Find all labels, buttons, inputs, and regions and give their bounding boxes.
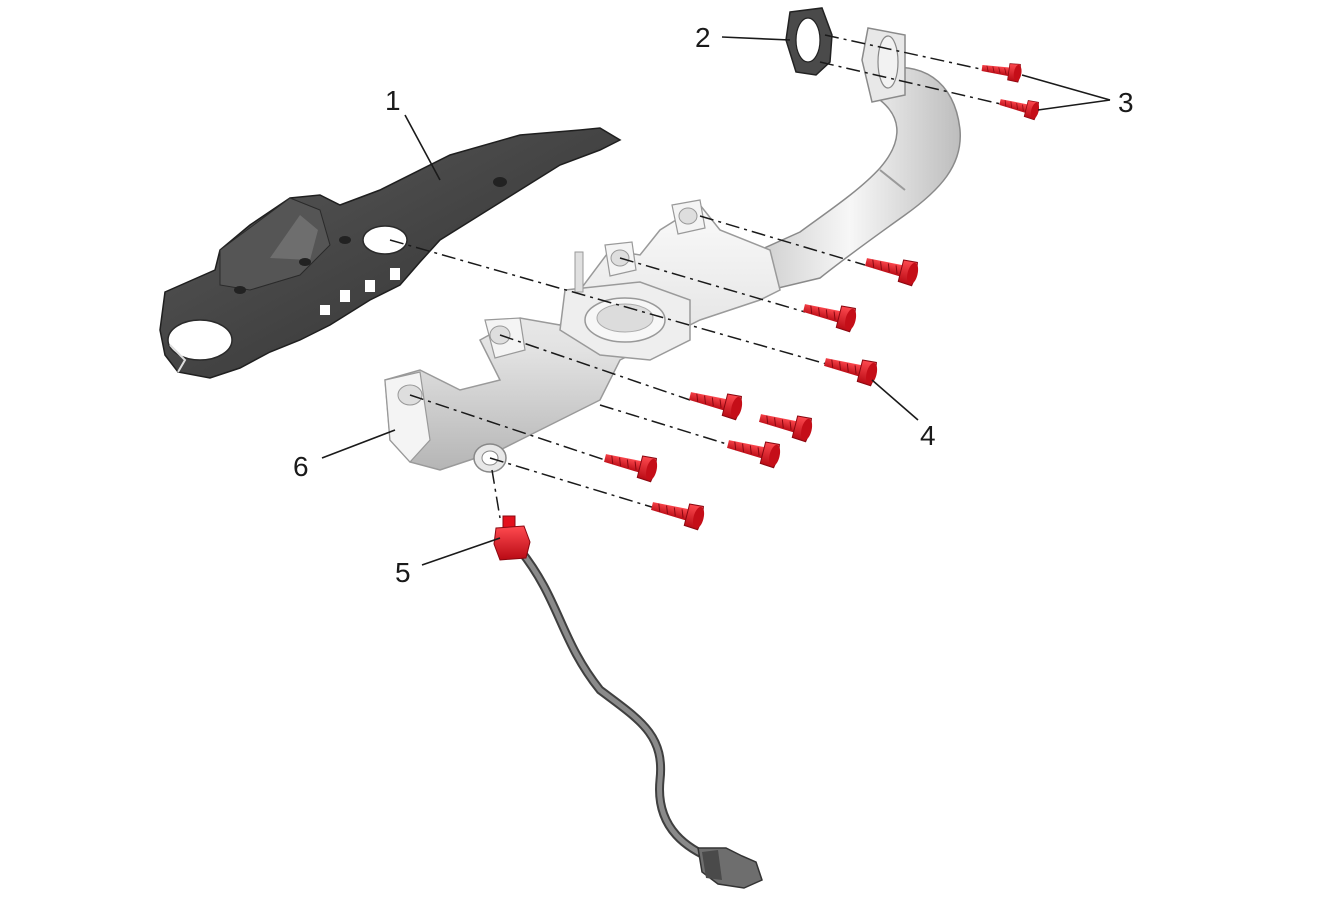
bolt bbox=[821, 349, 880, 387]
bolt bbox=[862, 249, 921, 287]
bolt bbox=[686, 383, 745, 421]
callout-4: 4 bbox=[920, 420, 936, 451]
callout-3: 3 bbox=[1118, 87, 1134, 118]
exhaust-crossover-pipe bbox=[759, 27, 961, 291]
bolt bbox=[980, 58, 1023, 83]
callout-1: 1 bbox=[385, 85, 401, 116]
bolt bbox=[756, 405, 815, 443]
exhaust-temperature-sensor bbox=[493, 515, 763, 889]
leader-lines bbox=[321, 36, 1111, 566]
callout-labels: 1 2 3 4 5 6 bbox=[293, 22, 1134, 588]
bolt bbox=[601, 445, 660, 483]
callout-6: 6 bbox=[293, 451, 309, 482]
alignment-lines bbox=[389, 34, 1006, 519]
callout-5: 5 bbox=[395, 557, 411, 588]
bolt bbox=[997, 92, 1042, 121]
bolt bbox=[724, 431, 783, 469]
callout-2: 2 bbox=[695, 22, 711, 53]
gasket bbox=[785, 7, 833, 76]
pipe-flange-bolts bbox=[980, 58, 1042, 121]
bolt bbox=[648, 493, 707, 531]
bolt bbox=[800, 295, 859, 333]
heat-shield bbox=[159, 127, 622, 379]
exhaust-manifold bbox=[384, 199, 781, 473]
